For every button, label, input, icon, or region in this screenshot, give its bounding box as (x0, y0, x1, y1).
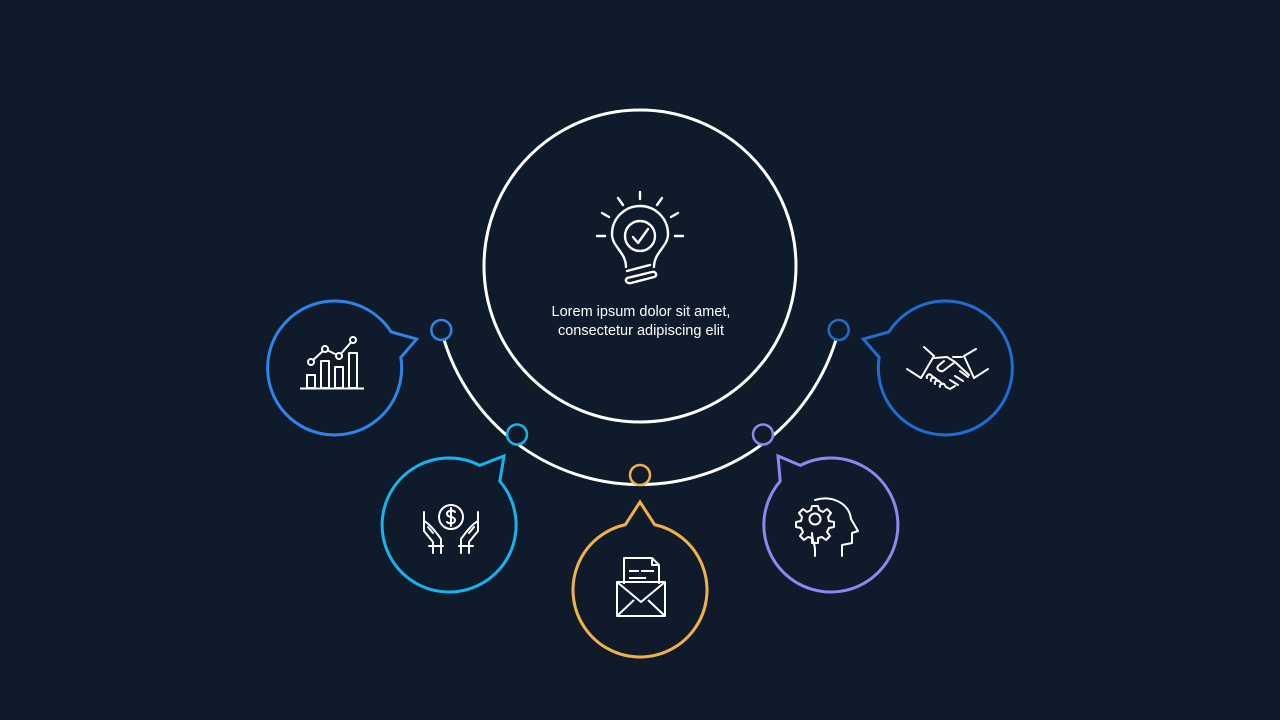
connector-dot-right (827, 318, 850, 342)
center-text: Lorem ipsum dolor sit amet, consectetur … (551, 304, 731, 339)
lightbulb-check-icon (595, 190, 685, 285)
node-lower-right (762, 453, 900, 594)
node-right-bubble (860, 299, 1014, 437)
node-lower-left-bubble (380, 453, 518, 594)
node-lower-right-bubble (762, 453, 900, 594)
bar-chart-growth-icon (300, 336, 364, 390)
node-bottom-bubble (571, 499, 709, 659)
connector-dot-lower-right (751, 423, 775, 446)
hands-dollar-icon (423, 504, 479, 554)
center-circle (482, 108, 798, 424)
connector-dot-left (430, 318, 453, 342)
connector-dot-bottom (628, 463, 652, 487)
node-bottom (571, 499, 709, 659)
node-left-bubble (266, 299, 420, 437)
mail-document-icon (616, 557, 666, 617)
node-lower-left (380, 453, 518, 594)
node-left (266, 299, 420, 437)
head-gear-icon (795, 497, 859, 557)
node-right (860, 299, 1014, 437)
handshake-icon (906, 346, 989, 390)
connector-dot-lower-left (505, 423, 529, 446)
